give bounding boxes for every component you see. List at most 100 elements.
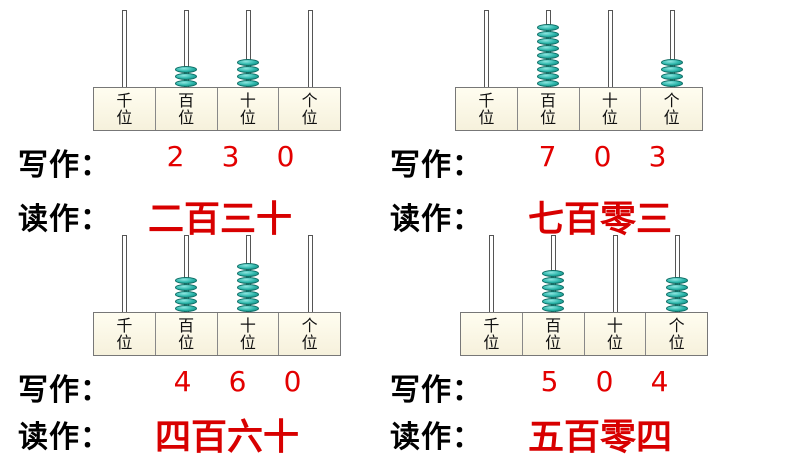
abacus-bead <box>237 277 259 284</box>
place-value-label: 个位 <box>279 88 340 130</box>
abacus-bead <box>237 284 259 291</box>
abacus-bead <box>661 80 683 87</box>
abacus-bead <box>666 305 688 312</box>
abacus-bead <box>537 59 559 66</box>
abacus-rod <box>307 235 313 313</box>
place-value-label: 百位 <box>522 313 585 355</box>
read-label-2: 读作： <box>390 202 483 237</box>
abacus-rod <box>121 10 127 88</box>
digit: 5 <box>540 365 559 398</box>
abacus-1: 千位百位十位个位 <box>93 10 341 131</box>
digit: 0 <box>595 365 614 398</box>
abacus-bead <box>542 284 564 291</box>
place-value-label: 十位 <box>579 88 642 130</box>
abacus-bead <box>537 45 559 52</box>
place-value-label: 千位 <box>461 313 523 355</box>
abacus-bead <box>237 270 259 277</box>
abacus-bead <box>175 73 197 80</box>
abacus-4: 千位百位十位个位 <box>460 235 708 356</box>
place-value-label: 个位 <box>279 313 340 355</box>
abacus-bead <box>661 59 683 66</box>
abacus-bead <box>537 31 559 38</box>
written-number-3: 4 6 0 <box>155 365 320 398</box>
abacus-bead <box>175 305 197 312</box>
abacus-bead <box>537 66 559 73</box>
abacus-bead <box>542 291 564 298</box>
written-number-2: 7 0 3 <box>520 140 685 173</box>
place-value-label: 十位 <box>217 88 280 130</box>
abacus-bead <box>666 291 688 298</box>
written-number-4: 5 0 4 <box>522 365 687 398</box>
abacus-bead <box>537 52 559 59</box>
abacus-bead <box>175 66 197 73</box>
abacus-bead <box>542 298 564 305</box>
digit: 0 <box>593 140 612 173</box>
reading-1: 二百三十 <box>148 199 293 240</box>
abacus-bead <box>175 284 197 291</box>
place-value-board: 千位百位十位个位 <box>460 312 708 356</box>
write-label-3: 写作： <box>18 373 111 408</box>
abacus-bead <box>661 66 683 73</box>
abacus-3: 千位百位十位个位 <box>93 235 341 356</box>
digit: 4 <box>173 365 192 398</box>
write-label-4: 写作： <box>390 373 483 408</box>
abacus-rod <box>607 10 613 88</box>
reading-4: 五百零四 <box>528 417 673 458</box>
digit: 0 <box>276 140 295 173</box>
digit: 3 <box>648 140 667 173</box>
place-value-board: 千位百位十位个位 <box>93 87 341 131</box>
reading-3: 四百六十 <box>155 417 300 458</box>
place-value-board: 千位百位十位个位 <box>93 312 341 356</box>
place-value-label: 千位 <box>94 88 156 130</box>
abacus-bead <box>542 277 564 284</box>
place-value-label: 百位 <box>155 88 218 130</box>
place-value-label: 十位 <box>217 313 280 355</box>
digit: 4 <box>650 365 669 398</box>
place-value-label: 千位 <box>94 313 156 355</box>
written-number-1: 2 3 0 <box>148 140 313 173</box>
abacus-bead <box>237 59 259 66</box>
abacus-bead <box>661 73 683 80</box>
digit: 7 <box>538 140 557 173</box>
abacus-bead <box>175 298 197 305</box>
place-value-label: 个位 <box>646 313 707 355</box>
abacus-bead <box>237 66 259 73</box>
abacus-bead <box>537 38 559 45</box>
abacus-bead <box>537 80 559 87</box>
abacus-bead <box>237 298 259 305</box>
read-label-1: 读作： <box>18 202 111 237</box>
place-value-label: 个位 <box>641 88 702 130</box>
place-value-board: 千位百位十位个位 <box>455 87 703 131</box>
digit: 3 <box>221 140 240 173</box>
abacus-bead <box>237 73 259 80</box>
digit: 0 <box>283 365 302 398</box>
write-label-1: 写作： <box>18 148 111 183</box>
place-value-label: 百位 <box>155 313 218 355</box>
abacus-rod <box>121 235 127 313</box>
abacus-rod <box>488 235 494 313</box>
digit: 6 <box>228 365 247 398</box>
abacus-bead <box>537 24 559 31</box>
abacus-bead <box>237 80 259 87</box>
place-value-label: 千位 <box>456 88 518 130</box>
abacus-bead <box>542 270 564 277</box>
abacus-bead <box>237 263 259 270</box>
abacus-bead <box>666 298 688 305</box>
write-label-2: 写作： <box>390 148 483 183</box>
read-label-3: 读作： <box>18 420 111 455</box>
abacus-bead <box>175 291 197 298</box>
abacus-bead <box>666 277 688 284</box>
digit: 2 <box>166 140 185 173</box>
reading-2: 七百零三 <box>528 199 673 240</box>
read-label-4: 读作： <box>390 420 483 455</box>
abacus-2: 千位百位十位个位 <box>455 10 703 131</box>
abacus-bead <box>237 305 259 312</box>
abacus-bead <box>542 305 564 312</box>
abacus-bead <box>666 284 688 291</box>
abacus-rod <box>307 10 313 88</box>
abacus-bead <box>175 80 197 87</box>
abacus-rod <box>612 235 618 313</box>
place-value-label: 十位 <box>584 313 647 355</box>
abacus-rod <box>483 10 489 88</box>
abacus-bead <box>237 291 259 298</box>
